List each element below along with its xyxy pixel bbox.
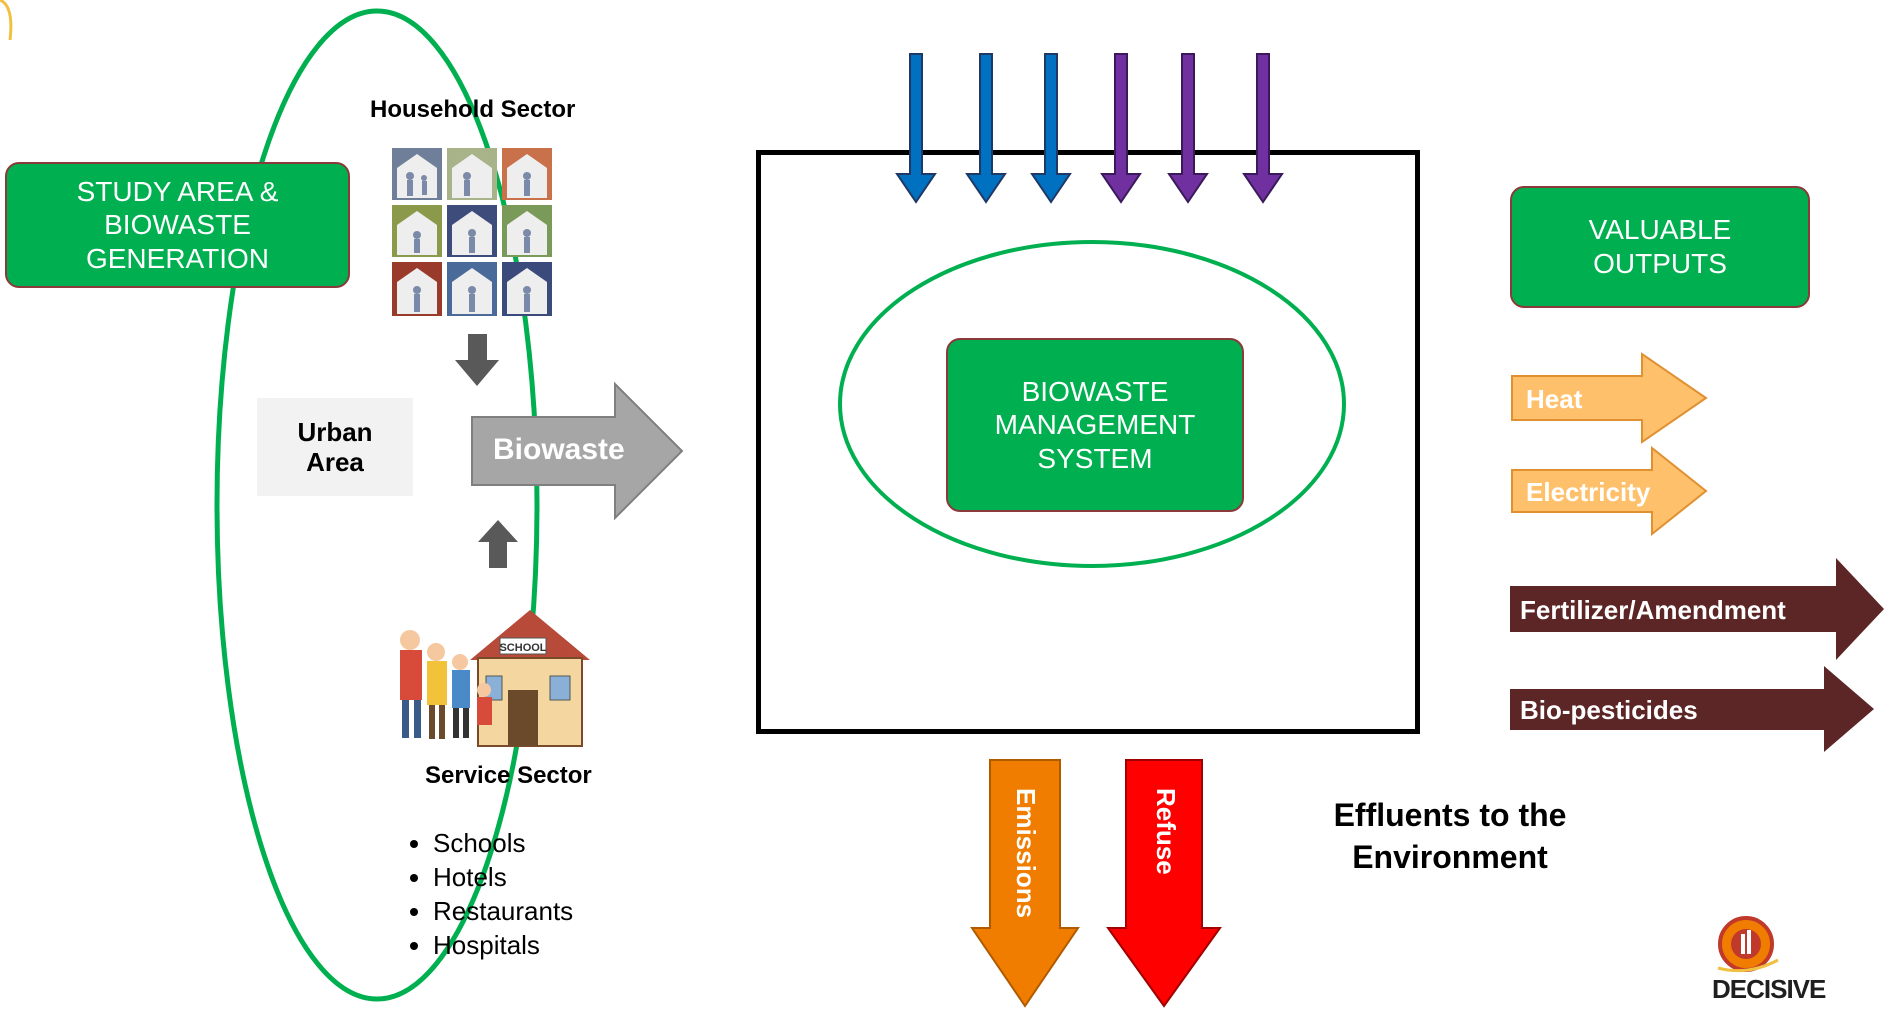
valuable-outputs-box: VALUABLE OUTPUTS bbox=[1510, 186, 1810, 308]
emissions-label: Emissions bbox=[1011, 788, 1041, 919]
study-area-label: STUDY AREA & BIOWASTE GENERATION bbox=[76, 175, 279, 274]
bio-pesticides-label: Bio-pesticides bbox=[1520, 695, 1698, 725]
service-up-arrow bbox=[478, 520, 518, 568]
electricity-arrow bbox=[1511, 446, 1708, 536]
service-item-hospitals: Hospitals bbox=[433, 928, 573, 962]
household-down-arrow bbox=[455, 334, 499, 386]
heat-label: Heat bbox=[1526, 384, 1583, 414]
input-arrow-5 bbox=[1167, 53, 1209, 204]
input-arrow-3 bbox=[1030, 53, 1072, 204]
input-arrows bbox=[895, 53, 1284, 204]
system-boundary-frame bbox=[756, 150, 1420, 734]
household-sector-title: Household Sector bbox=[370, 96, 576, 123]
corner-swoosh-decoration bbox=[0, 0, 13, 40]
urban-area-label: Urban Area bbox=[297, 417, 373, 477]
input-arrow-6 bbox=[1242, 53, 1284, 204]
fertilizer-label: Fertilizer/Amendment bbox=[1520, 595, 1786, 625]
effluents-title: Effluents to the Environment bbox=[1333, 797, 1567, 875]
bms-ellipse bbox=[838, 240, 1346, 568]
input-arrow-4 bbox=[1100, 53, 1142, 204]
biowaste-arrow-label: Biowaste bbox=[493, 433, 625, 466]
refuse-label: Refuse bbox=[1151, 788, 1181, 875]
study-area-ellipse bbox=[214, 8, 540, 1002]
input-arrow-2 bbox=[965, 53, 1007, 204]
service-item-restaurants: Restaurants bbox=[433, 894, 573, 928]
bms-label: BIOWASTE MANAGEMENT SYSTEM bbox=[994, 375, 1196, 474]
decisive-logo-text: DECISIVE bbox=[1712, 974, 1826, 1004]
household-sector-image bbox=[392, 148, 552, 316]
heat-arrow bbox=[1511, 352, 1708, 444]
service-sector-image: SCHOOL bbox=[390, 600, 590, 750]
fertilizer-arrow bbox=[1510, 558, 1884, 660]
bms-box: BIOWASTE MANAGEMENT SYSTEM bbox=[946, 338, 1244, 512]
refuse-arrow bbox=[1106, 759, 1222, 1008]
service-item-hotels: Hotels bbox=[433, 860, 573, 894]
service-sector-list: Schools Hotels Restaurants Hospitals bbox=[383, 826, 573, 962]
bio-pesticides-arrow bbox=[1510, 666, 1874, 752]
valuable-outputs-label: VALUABLE OUTPUTS bbox=[1588, 214, 1732, 279]
study-area-box: STUDY AREA & BIOWASTE GENERATION bbox=[5, 162, 350, 288]
electricity-label: Electricity bbox=[1526, 477, 1651, 507]
urban-area-box: Urban Area bbox=[257, 398, 413, 496]
emissions-arrow bbox=[970, 759, 1080, 1008]
decisive-logo: DECISIVE bbox=[1708, 910, 1828, 1008]
input-arrow-1 bbox=[895, 53, 937, 204]
biowaste-arrow bbox=[471, 382, 684, 520]
service-item-schools: Schools bbox=[433, 826, 573, 860]
school-sign-text: SCHOOL bbox=[499, 642, 546, 654]
service-sector-title: Service Sector bbox=[425, 762, 592, 789]
